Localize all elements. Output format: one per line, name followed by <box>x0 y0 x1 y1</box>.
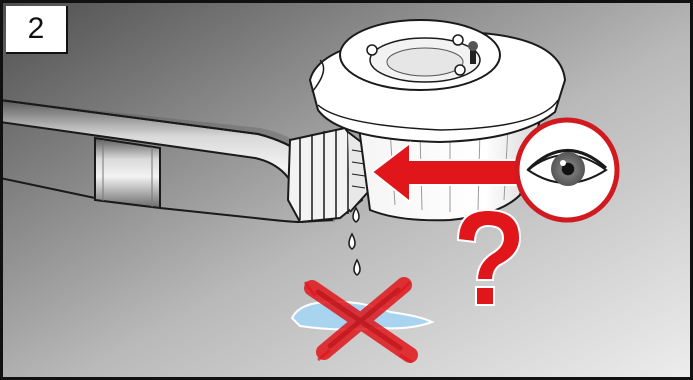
step-number: 2 <box>28 12 45 46</box>
step-number-box: 2 <box>6 6 68 54</box>
eye-icon <box>517 120 617 220</box>
